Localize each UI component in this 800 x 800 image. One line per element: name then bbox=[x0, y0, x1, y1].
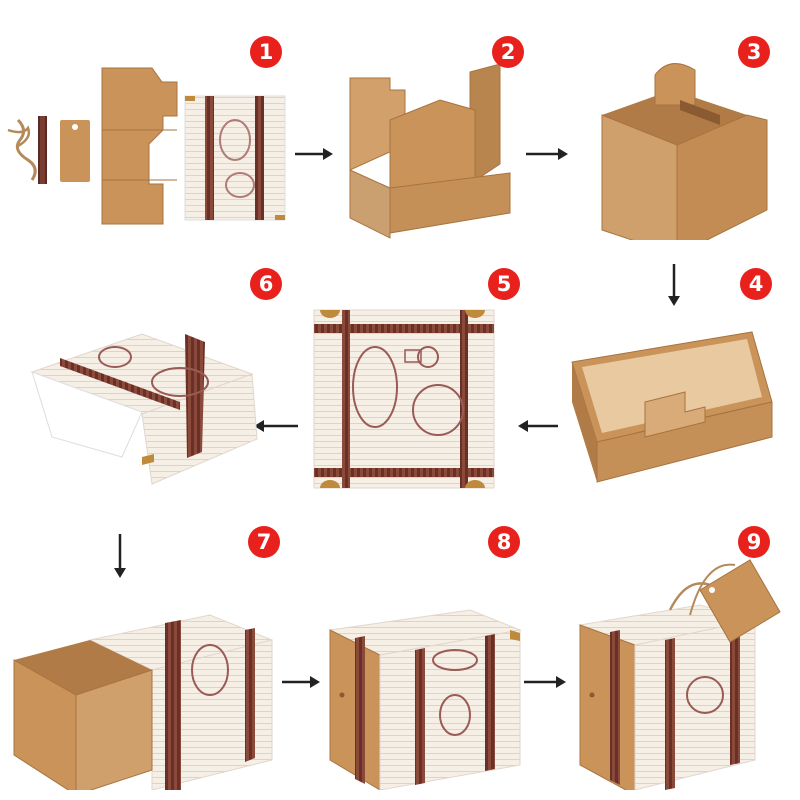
step-8-illustration bbox=[328, 609, 522, 790]
step-5-panel: 5 bbox=[300, 262, 530, 502]
arrow-right-icon bbox=[522, 674, 570, 690]
step-6-panel: 6 bbox=[20, 262, 282, 492]
step-5-badge: 5 bbox=[488, 268, 520, 300]
step-9-illustration bbox=[578, 559, 781, 790]
step-3-illustration bbox=[601, 63, 768, 240]
step-6-illustration bbox=[30, 333, 258, 485]
arrow-right-icon bbox=[293, 146, 337, 162]
step-4-illustration bbox=[571, 331, 773, 483]
arrow-down-icon bbox=[666, 262, 682, 310]
step-8-panel: 8 bbox=[320, 520, 540, 790]
arrow-right-icon bbox=[280, 674, 324, 690]
arrow-right-icon bbox=[524, 146, 572, 162]
step-8-badge: 8 bbox=[488, 526, 520, 558]
step-4-panel: 4 bbox=[560, 262, 800, 492]
step-5-illustration bbox=[313, 309, 495, 489]
step-2-illustration bbox=[349, 63, 511, 239]
step-7-panel: 7 bbox=[0, 520, 290, 790]
step-2-badge: 2 bbox=[492, 36, 524, 68]
step-1-illustration bbox=[7, 67, 286, 225]
step-7-illustration bbox=[13, 614, 274, 790]
step-7-badge: 7 bbox=[248, 526, 280, 558]
arrow-left-icon bbox=[250, 418, 300, 434]
step-3-badge: 3 bbox=[738, 36, 770, 68]
arrow-left-icon bbox=[514, 418, 560, 434]
step-9-badge: 9 bbox=[738, 526, 770, 558]
step-1-badge: 1 bbox=[250, 36, 282, 68]
step-4-badge: 4 bbox=[740, 268, 772, 300]
arrow-down-icon bbox=[112, 532, 128, 582]
step-9-panel: 9 bbox=[570, 520, 800, 790]
step-6-badge: 6 bbox=[250, 268, 282, 300]
step-1-panel: 1 bbox=[0, 20, 290, 240]
step-3-panel: 3 bbox=[580, 20, 800, 240]
step-2-panel: 2 bbox=[330, 20, 530, 240]
